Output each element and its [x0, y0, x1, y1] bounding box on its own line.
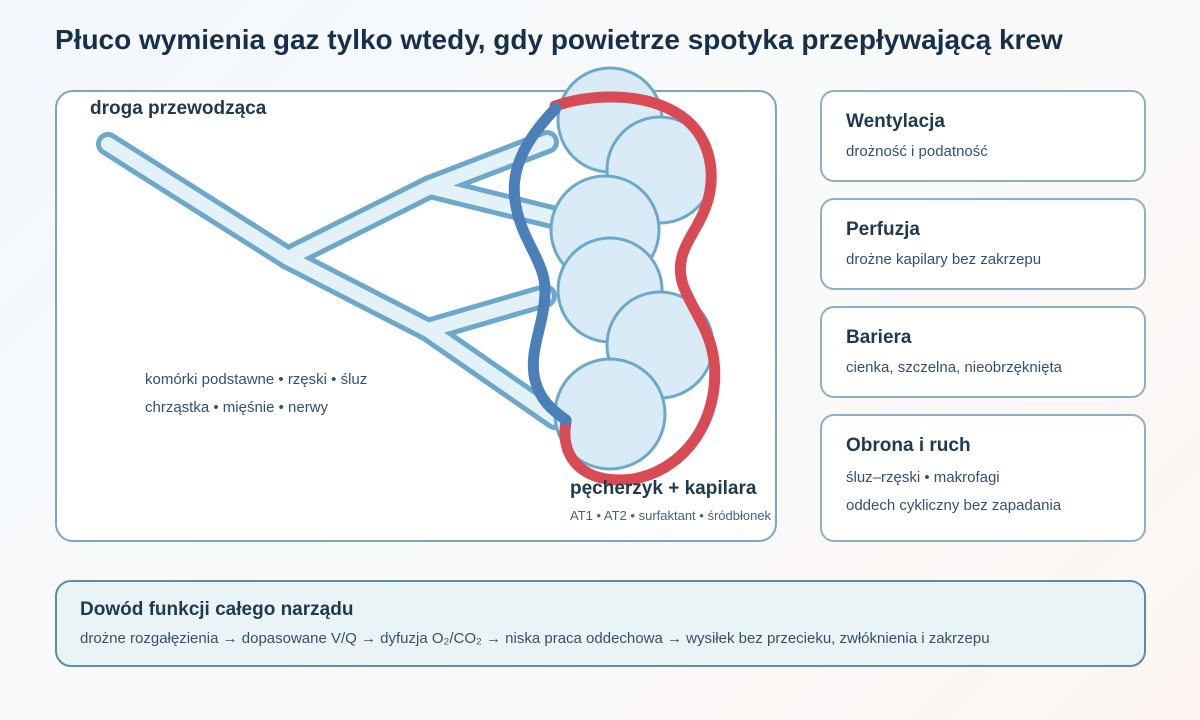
card-title: Wentylacja [846, 111, 945, 132]
card-ventilation: Wentylacja drożność i podatność [820, 90, 1146, 182]
card-barrier: Bariera cienka, szczelna, nieobrzęknięta [820, 306, 1146, 398]
capillary-venous [508, 102, 572, 426]
conducting-airway-line: chrząstka • mięśnie • nerwy [145, 399, 329, 416]
card-text: śluz–rzęski • makrofagi [846, 469, 1000, 486]
card-title: Perfuzja [846, 219, 920, 240]
conducting-airway-line: komórki podstawne • rzęski • śluz [145, 371, 368, 388]
card-text: oddech cykliczny bez zapadania [846, 497, 1062, 514]
card-title: Obrona i ruch [846, 435, 971, 456]
page-title: Płuco wymienia gaz tylko wtedy, gdy powi… [55, 24, 1063, 55]
card-text: cienka, szczelna, nieobrzęknięta [846, 359, 1062, 376]
conducting-airway-label: droga przewodząca [90, 98, 267, 119]
card-title: Bariera [846, 327, 912, 348]
proof-text: drożne rozgałęzienia → dopasowane V/Q → … [80, 630, 990, 647]
organ-function-proof: Dowód funkcji całego narządu drożne rozg… [55, 580, 1146, 667]
alveolus-capillary-label: pęcherzyk + kapilara [570, 478, 757, 499]
card-text: drożne kapilary bez zakrzepu [846, 251, 1042, 268]
airway-tree [96, 130, 568, 430]
card-text: drożność i podatność [846, 143, 988, 160]
proof-title: Dowód funkcji całego narządu [80, 599, 354, 620]
capillary-arterial [549, 91, 721, 486]
card-perfusion: Perfuzja drożne kapilary bez zakrzepu [820, 198, 1146, 290]
alveolus-capillary-sublabel: AT1 • AT2 • surfaktant • śródbłonek [570, 508, 772, 523]
card-defense: Obrona i ruch śluz–rzęski • makrofagi od… [820, 414, 1146, 542]
